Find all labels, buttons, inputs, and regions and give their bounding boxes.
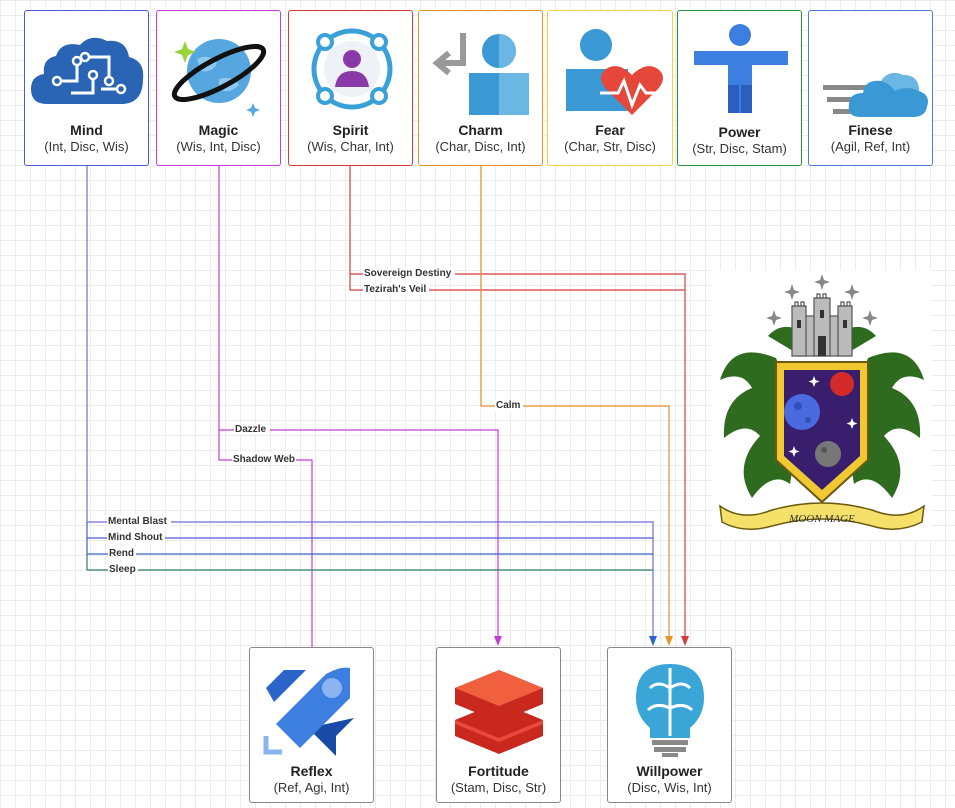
- brain-circuit-cloud-icon: [25, 19, 148, 119]
- node-fortitude[interactable]: Fortitude (Stam, Disc, Str): [436, 647, 561, 803]
- node-title: Power: [718, 124, 761, 140]
- arrowhead-willpower-orange: [665, 636, 673, 646]
- node-reflex[interactable]: Reflex (Ref, Agi, Int): [249, 647, 374, 803]
- node-title: Finese: [848, 122, 893, 138]
- edge-label-calm: Calm: [496, 400, 521, 411]
- node-finese[interactable]: Finese (Agil, Ref, Int): [808, 10, 933, 166]
- node-attributes: (Ref, Agi, Int): [273, 780, 350, 795]
- node-attributes: (Wis, Char, Int): [307, 139, 394, 154]
- node-title: Reflex: [290, 763, 333, 779]
- node-attributes: (Wis, Int, Disc): [176, 139, 261, 154]
- node-attributes: (Char, Str, Disc): [564, 139, 656, 154]
- accessibility-figure-icon: [678, 19, 801, 119]
- arrowhead-willpower-red: [681, 636, 689, 646]
- edge-label-shadow-web: Shadow Web: [233, 454, 295, 465]
- edge-mental-blast[interactable]: [86, 166, 654, 640]
- planet-ring-icon: [157, 19, 280, 119]
- edge-sleep[interactable]: [86, 554, 653, 571]
- edge-calm[interactable]: [480, 166, 670, 640]
- node-attributes: (Int, Disc, Wis): [44, 139, 129, 154]
- stacked-layers-icon: [437, 658, 560, 758]
- node-title: Spirit: [332, 122, 369, 138]
- edge-label-rend: Rend: [109, 548, 134, 559]
- node-mind[interactable]: Mind (Int, Disc, Wis): [24, 10, 149, 166]
- node-power[interactable]: Power (Str, Disc, Stam): [677, 10, 802, 166]
- node-attributes: (Char, Disc, Int): [435, 139, 526, 154]
- node-spirit[interactable]: Spirit (Wis, Char, Int): [288, 10, 413, 166]
- edge-label-mental-blast: Mental Blast: [108, 516, 168, 527]
- person-network-icon: [289, 19, 412, 119]
- node-title: Charm: [458, 122, 503, 138]
- node-charm[interactable]: Charm (Char, Disc, Int): [418, 10, 543, 166]
- node-title: Willpower: [636, 763, 703, 779]
- node-title: Magic: [198, 122, 239, 138]
- edge-label-mind-shout: Mind Shout: [108, 532, 163, 543]
- node-attributes: (Disc, Wis, Int): [627, 780, 712, 795]
- edge-label-tezirahs-veil: Tezirah's Veil: [364, 284, 426, 295]
- edge-label-dazzle: Dazzle: [235, 424, 267, 435]
- arrowhead-fortitude: [494, 636, 502, 646]
- edge-rend[interactable]: [86, 538, 653, 555]
- node-magic[interactable]: Magic (Wis, Int, Disc): [156, 10, 281, 166]
- node-attributes: (Agil, Ref, Int): [830, 139, 911, 154]
- rocket-icon: [250, 658, 373, 758]
- edge-dazzle[interactable]: [218, 166, 499, 640]
- crest-banner-text: MOON MAGE: [788, 513, 855, 525]
- node-title: Fear: [595, 122, 625, 138]
- edge-label-sovereign-destiny: Sovereign Destiny: [364, 268, 452, 279]
- node-attributes: (Stam, Disc, Str): [450, 780, 547, 795]
- node-title: Mind: [70, 122, 103, 138]
- moon-mage-crest-icon: MOON MAGE: [712, 270, 932, 540]
- node-attributes: (Str, Disc, Stam): [692, 141, 787, 156]
- edge-sovereign-destiny[interactable]: [349, 166, 686, 640]
- speed-cloud-icon: [809, 19, 932, 119]
- node-title: Fortitude: [468, 763, 529, 779]
- node-willpower[interactable]: Willpower (Disc, Wis, Int): [607, 647, 732, 803]
- edge-mind-shout[interactable]: [86, 522, 653, 539]
- node-fear[interactable]: Fear (Char, Str, Disc): [547, 10, 673, 166]
- user-return-arrow-icon: [419, 19, 542, 119]
- edge-label-sleep: Sleep: [109, 564, 136, 575]
- arrowhead-willpower-blue: [649, 636, 657, 646]
- edge-tezirahs-veil[interactable]: [349, 274, 685, 291]
- lightbulb-brain-icon: [608, 658, 731, 758]
- user-heartbeat-icon: [548, 19, 672, 119]
